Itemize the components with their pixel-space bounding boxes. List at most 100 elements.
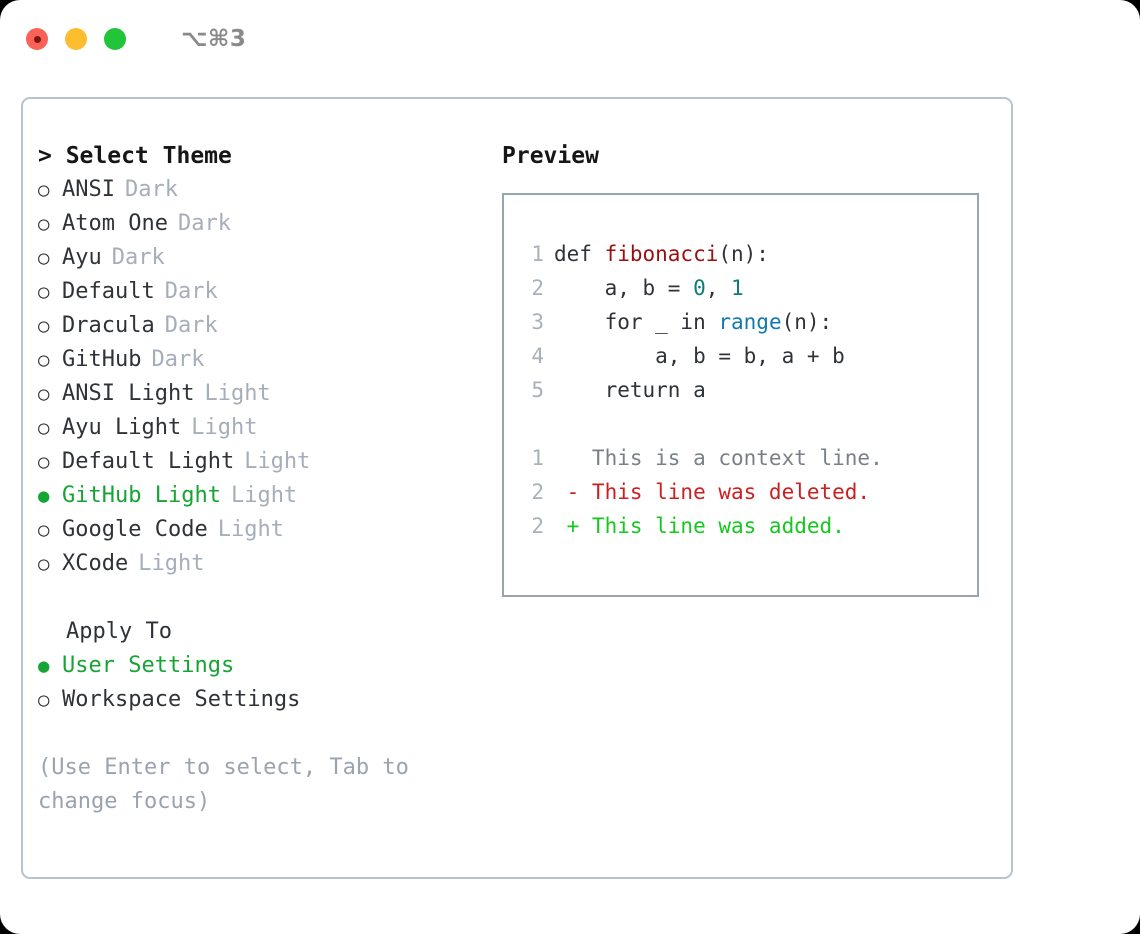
close-window-button[interactable]: [26, 28, 48, 50]
minimize-window-button[interactable]: [65, 28, 87, 50]
theme-option-label: Dracula: [62, 313, 155, 338]
diff-line: 1 This is a context line.: [522, 441, 977, 475]
theme-option-github[interactable]: ○ GitHub Dark: [38, 343, 478, 377]
code-line: 2 a, b = 0, 1: [522, 271, 977, 305]
theme-option-category-tag: Dark: [111, 245, 165, 270]
diff-line-text: This is a context line.: [554, 446, 883, 470]
diff-line-number: 1: [531, 446, 544, 470]
code-token: a, b =: [554, 276, 694, 300]
radio-unselected-icon: ○: [38, 349, 50, 371]
theme-option-xcode[interactable]: ○ XCode Light: [38, 547, 478, 581]
theme-option-label: Default Light: [62, 449, 235, 474]
radio-unselected-icon: ○: [38, 213, 50, 235]
theme-option-label: Atom One: [62, 211, 168, 236]
radio-selected-icon: ●: [38, 655, 50, 677]
radio-unselected-icon: ○: [38, 417, 50, 439]
apply-to-option-workspace-settings[interactable]: ○ Workspace Settings: [38, 683, 478, 717]
title-bar: ⌥⌘3: [0, 0, 1140, 78]
theme-option-category-tag: Light: [138, 551, 205, 576]
code-line-number: 1: [531, 242, 544, 266]
theme-option-label: Google Code: [62, 517, 208, 542]
code-token: ,: [705, 276, 732, 300]
preview-heading: Preview: [502, 143, 599, 169]
theme-option-ayu[interactable]: ○ Ayu Dark: [38, 241, 478, 275]
theme-option-ansi-light[interactable]: ○ ANSI Light Light: [38, 377, 478, 411]
select-theme-heading: > Select Theme: [38, 143, 232, 169]
apply-to-option-label: Workspace Settings: [62, 687, 301, 712]
theme-option-label: Default: [62, 279, 155, 304]
code-line: 5 return a: [522, 373, 977, 407]
diff-line-text: + This line was added.: [554, 514, 845, 538]
theme-option-category-tag: Light: [191, 415, 258, 440]
theme-option-atom-one[interactable]: ○ Atom One Dark: [38, 207, 478, 241]
theme-option-category-tag: Light: [244, 449, 311, 474]
code-token: (n):: [718, 242, 769, 266]
code-token: fibonacci: [604, 242, 719, 266]
theme-option-label: GitHub: [62, 347, 142, 372]
theme-option-default-light[interactable]: ○ Default Light Light: [38, 445, 478, 479]
theme-option-label: Ayu Light: [62, 415, 182, 440]
maximize-window-button[interactable]: [104, 28, 126, 50]
radio-unselected-icon: ○: [38, 315, 50, 337]
radio-selected-icon: ●: [38, 485, 50, 507]
theme-option-category-tag: Light: [217, 517, 284, 542]
apply-to-option-list[interactable]: ● User Settings ○ Workspace Settings: [38, 649, 478, 717]
radio-unselected-icon: ○: [38, 553, 50, 575]
code-token: return a: [554, 378, 706, 402]
section-spacer: [38, 581, 478, 615]
theme-option-category-tag: Dark: [151, 347, 205, 372]
radio-unselected-icon: ○: [38, 383, 50, 405]
radio-unselected-icon: ○: [38, 519, 50, 541]
apply-to-heading: Apply To: [66, 619, 172, 644]
theme-option-ayu-light[interactable]: ○ Ayu Light Light: [38, 411, 478, 445]
diff-line: 2 + This line was added.: [522, 509, 977, 543]
apply-to-option-user-settings[interactable]: ● User Settings: [38, 649, 478, 683]
theme-option-category-tag: Dark: [164, 313, 218, 338]
code-token: def: [554, 242, 605, 266]
apply-to-option-label: User Settings: [62, 653, 235, 678]
theme-option-dracula[interactable]: ○ Dracula Dark: [38, 309, 478, 343]
code-token: 1: [731, 276, 744, 300]
theme-option-label: GitHub Light: [62, 483, 221, 508]
diff-line-number: 2: [531, 480, 544, 504]
radio-unselected-icon: ○: [38, 689, 50, 711]
code-token: a, b = b, a + b: [554, 344, 845, 368]
code-line: 4 a, b = b, a + b: [522, 339, 977, 373]
theme-option-category-tag: Dark: [177, 211, 231, 236]
theme-option-google-code[interactable]: ○ Google Code Light: [38, 513, 478, 547]
diff-line-number: 2: [531, 514, 544, 538]
code-line: 3 for _ in range(n):: [522, 305, 977, 339]
code-line-number: 5: [531, 378, 544, 402]
code-line-number: 4: [531, 344, 544, 368]
code-line-number: 3: [531, 310, 544, 334]
code-token: (n):: [781, 310, 833, 334]
radio-unselected-icon: ○: [38, 451, 50, 473]
code-line-number: 2: [531, 276, 544, 300]
theme-option-label: ANSI Light: [62, 381, 195, 406]
code-diff-spacer: [522, 407, 977, 441]
theme-option-label: ANSI: [62, 177, 115, 202]
theme-option-label: XCode: [62, 551, 129, 576]
diff-sample: 1 This is a context line.2 - This line w…: [522, 441, 977, 543]
theme-option-category-tag: Light: [204, 381, 271, 406]
code-token: for _ in: [554, 310, 719, 334]
traffic-lights: [26, 28, 126, 50]
theme-option-label: Ayu: [62, 245, 102, 270]
keyboard-shortcut-label: ⌥⌘3: [181, 26, 247, 52]
code-token: range: [718, 310, 782, 334]
radio-unselected-icon: ○: [38, 281, 50, 303]
theme-option-category-tag: Dark: [124, 177, 178, 202]
theme-option-github-light[interactable]: ● GitHub Light Light: [38, 479, 478, 513]
code-line: 1 def fibonacci(n):: [522, 237, 977, 271]
theme-option-category-tag: Light: [230, 483, 298, 508]
radio-unselected-icon: ○: [38, 247, 50, 269]
